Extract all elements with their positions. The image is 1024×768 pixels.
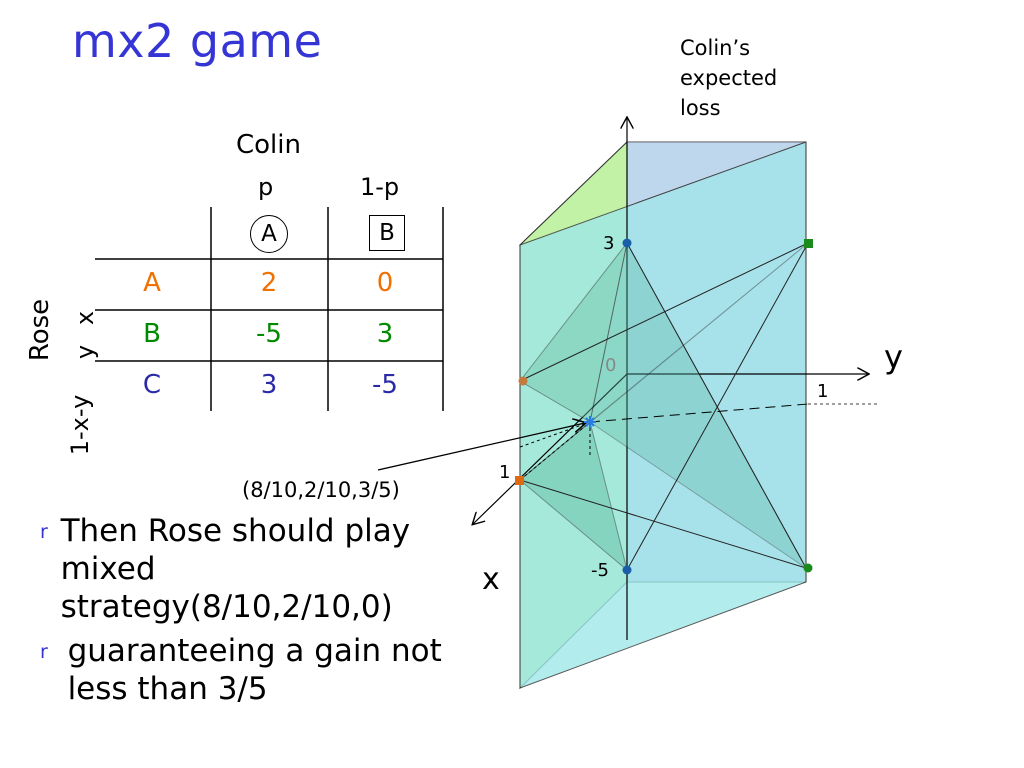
equilibrium-point (584, 416, 596, 428)
colin-strategy-b: B (369, 215, 405, 251)
bullet-marker: r (40, 641, 48, 663)
axis-title-line-2: expected (680, 66, 778, 90)
bullet-text-2: guaranteeing a gain not less than 3/5 (67, 633, 442, 707)
y-axis-label: y (884, 338, 903, 376)
point-left-mid (518, 376, 528, 386)
p-label: p (258, 173, 274, 201)
cell-c-a: 3 (260, 370, 278, 400)
colin-strategy-a: A (250, 215, 288, 253)
equilibrium-point-label: (8/10,2/10,3/5) (242, 478, 400, 502)
row-c-label: C (142, 370, 162, 400)
bullet-marker: r (40, 521, 48, 543)
row-b-label: B (143, 319, 161, 349)
tick-0: 0 (605, 355, 617, 376)
cell-a-a: 2 (260, 268, 278, 298)
bullet-item: r guaranteeing a gain not less than 3/5 (40, 632, 470, 708)
tick-minus5: -5 (591, 560, 609, 581)
row-a-label: A (143, 268, 161, 298)
axis-title-line-1: Colin’s (680, 36, 751, 60)
point-3 (622, 238, 632, 248)
point-left-low (515, 476, 524, 485)
tick-x-1: 1 (499, 462, 511, 483)
x-axis-label: x (482, 562, 500, 597)
slide-title: mx2 game (72, 14, 323, 68)
point-right-top (804, 239, 813, 248)
point-minus5 (622, 565, 632, 575)
cell-c-b: -5 (372, 370, 398, 400)
bullet-text-1: Then Rose should play mixed strategy(8/1… (60, 513, 411, 625)
axis-title-line-3: loss (680, 96, 721, 120)
bullet-list: r Then Rose should play mixed strategy(8… (40, 512, 470, 714)
colin-label: Colin (236, 130, 301, 160)
one-minus-p-label: 1-p (360, 173, 400, 201)
cell-b-b: 3 (376, 319, 394, 349)
tick-y-1: 1 (817, 381, 829, 402)
tick-3: 3 (603, 233, 615, 254)
cell-a-b: 0 (376, 268, 394, 298)
axis-title: Colin’s expected loss (680, 33, 777, 123)
cell-b-a: -5 (256, 319, 282, 349)
bullet-item: r Then Rose should play mixed strategy(8… (40, 512, 470, 626)
point-right-bottom (803, 563, 813, 573)
